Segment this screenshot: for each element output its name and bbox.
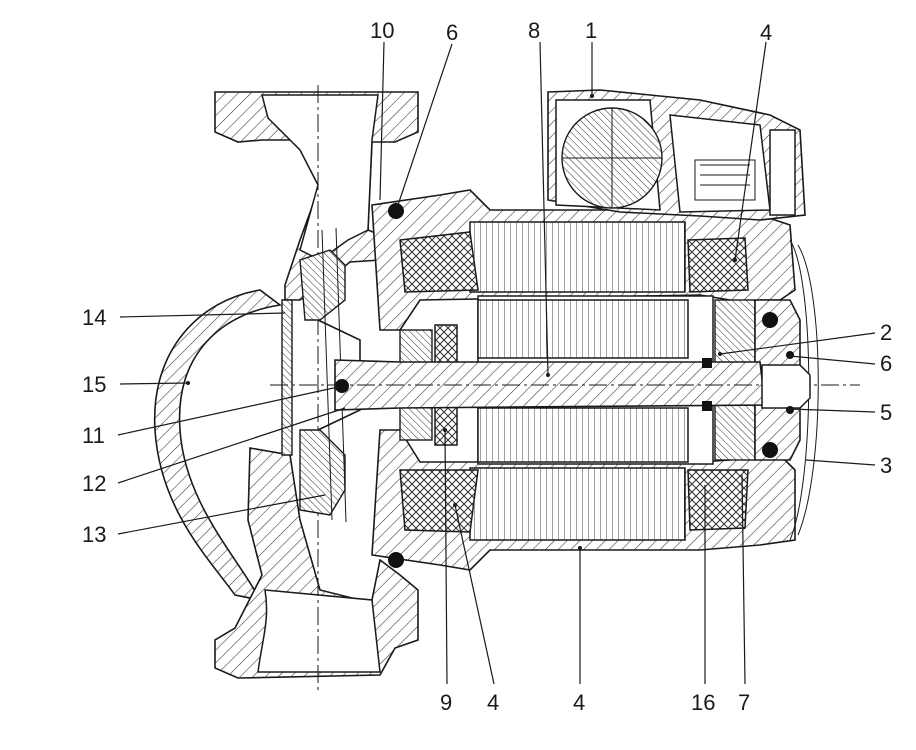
callout-4-bottom-left: 4 bbox=[487, 690, 499, 715]
seal-rings bbox=[335, 203, 778, 568]
leader-lines bbox=[117, 41, 876, 685]
callout-1: 1 bbox=[585, 18, 597, 43]
callout-11: 11 bbox=[82, 423, 105, 448]
callout-10: 10 bbox=[370, 18, 394, 43]
callout-labels: 10 6 8 1 4 14 2 6 15 5 11 3 12 13 9 4 4 … bbox=[82, 18, 892, 715]
terminal-box bbox=[547, 89, 806, 221]
motor-housing bbox=[371, 189, 819, 571]
callout-4-top: 4 bbox=[760, 20, 772, 45]
callout-7: 7 bbox=[738, 690, 750, 715]
callout-12: 12 bbox=[82, 471, 106, 496]
callout-16: 16 bbox=[691, 690, 715, 715]
callout-13: 13 bbox=[82, 522, 106, 547]
callout-4-bottom-mid: 4 bbox=[573, 690, 585, 715]
callout-9: 9 bbox=[440, 690, 452, 715]
callout-2: 2 bbox=[880, 320, 892, 345]
callout-15: 15 bbox=[82, 372, 106, 397]
callout-8: 8 bbox=[528, 18, 540, 43]
callout-14: 14 bbox=[82, 305, 106, 330]
callout-6-top: 6 bbox=[446, 20, 458, 45]
callout-3: 3 bbox=[880, 453, 892, 478]
impeller bbox=[299, 227, 361, 523]
callout-6-right: 6 bbox=[880, 351, 892, 376]
pump-housing bbox=[153, 85, 419, 690]
callout-5: 5 bbox=[880, 400, 892, 425]
